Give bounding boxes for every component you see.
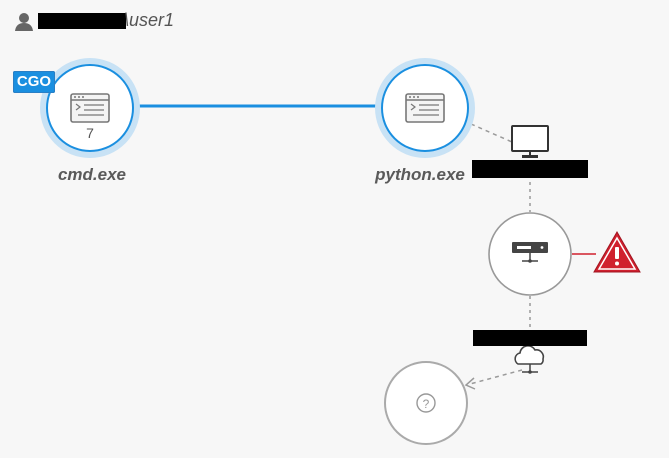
terminal-window-icon xyxy=(405,93,445,123)
terminal-window-icon xyxy=(70,93,110,123)
warning-icon[interactable] xyxy=(593,230,641,273)
node-server[interactable] xyxy=(488,212,572,296)
server-icon xyxy=(512,242,548,263)
node-cmd[interactable] xyxy=(40,58,140,158)
redacted-user-domain xyxy=(38,13,126,29)
user-name: \user1 xyxy=(124,10,175,30)
edge-network-unknown xyxy=(469,369,523,385)
redacted-network-label xyxy=(473,330,587,346)
cgo-badge[interactable]: CGO xyxy=(13,71,55,93)
question-icon: ? xyxy=(416,393,436,413)
node-python[interactable] xyxy=(375,58,475,158)
cloud-network-icon[interactable] xyxy=(514,345,545,374)
svg-text:?: ? xyxy=(423,397,430,411)
redacted-host-label xyxy=(472,160,588,178)
cmd-count: 7 xyxy=(86,125,94,141)
monitor-icon[interactable] xyxy=(511,125,549,158)
python-label[interactable]: python.exe xyxy=(375,165,465,184)
user-icon xyxy=(15,13,33,31)
cmd-label[interactable]: cmd.exe xyxy=(57,165,127,184)
edge-arrowhead xyxy=(464,377,476,390)
edge-python-host xyxy=(470,123,513,143)
node-unknown[interactable]: ? xyxy=(384,361,468,445)
